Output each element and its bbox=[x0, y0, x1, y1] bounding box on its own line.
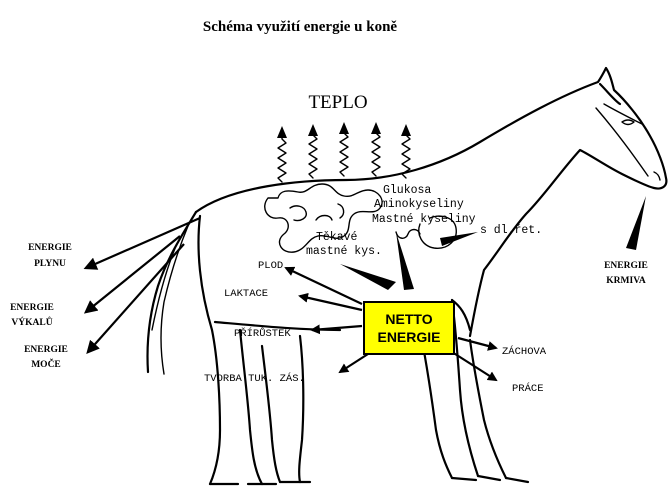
label-urine-1: ENERGIE bbox=[24, 345, 68, 355]
label-lactation: LAKTACE bbox=[224, 288, 268, 300]
label-fetus: PLOD bbox=[258, 260, 283, 272]
label-work: PRÁCE bbox=[512, 381, 544, 395]
arrow-volatile bbox=[340, 264, 396, 290]
label-feces-1: ENERGIE bbox=[10, 303, 54, 313]
heat-arrow bbox=[401, 124, 411, 178]
label-fat: TVORBA TUK. ZÁS. bbox=[204, 371, 305, 385]
heat-arrow bbox=[339, 122, 349, 176]
arrow-to-maintenance bbox=[458, 338, 496, 348]
heat-arrow bbox=[308, 124, 318, 178]
heat-arrows bbox=[277, 122, 411, 182]
label-longchain: s dl.řet. bbox=[480, 224, 542, 237]
label-gas-2: PLYNU bbox=[34, 259, 66, 269]
label-gas-1: ENERGIE bbox=[28, 243, 72, 253]
arrow-gas bbox=[86, 218, 200, 268]
label-maintenance: ZÁCHOVA bbox=[502, 344, 547, 358]
label-fatty: Mastné kyseliny bbox=[372, 213, 476, 226]
label-feces-2: VÝKALŮ bbox=[11, 315, 52, 328]
heat-label: TEPLO bbox=[308, 92, 367, 113]
netto-label-2: ENERGIE bbox=[377, 329, 440, 345]
label-glucose: Glukosa bbox=[383, 184, 431, 197]
label-volatile-2: mastné kys. bbox=[306, 245, 382, 258]
arrow-to-fetus bbox=[286, 268, 362, 304]
arrow-nutrients bbox=[396, 232, 414, 290]
netto-energy-box: NETTO ENERGIE bbox=[364, 302, 454, 354]
diagram-title: Schéma využití energie u koně bbox=[203, 19, 397, 35]
arrow-longchain bbox=[440, 232, 478, 246]
arrow-to-lactation bbox=[300, 296, 362, 310]
netto-label-1: NETTO bbox=[385, 311, 432, 327]
label-urine-2: MOČE bbox=[31, 357, 61, 370]
label-feed-2: KRMIVA bbox=[606, 276, 646, 286]
label-gain: PŘÍRŮSTEK bbox=[234, 326, 291, 340]
arrow-feed bbox=[626, 196, 646, 250]
label-volatile-1: Těkavé bbox=[316, 231, 358, 244]
arrow-to-fat bbox=[340, 354, 368, 372]
netto-box-fill bbox=[364, 302, 454, 354]
label-feed-1: ENERGIE bbox=[604, 261, 648, 271]
heat-arrow bbox=[371, 122, 381, 176]
label-amino: Aminokyseliny bbox=[374, 198, 464, 211]
heat-arrow bbox=[277, 126, 287, 182]
